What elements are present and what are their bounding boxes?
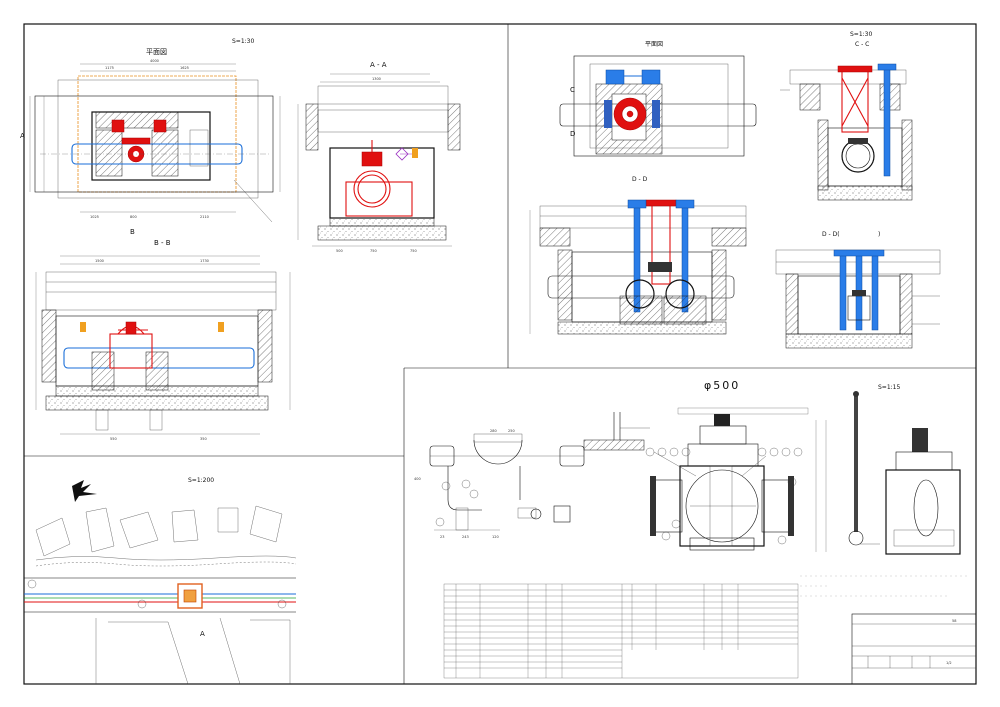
detail-callouts xyxy=(645,447,803,545)
plan-view: S=1:30 平面図 4000 1175 1625 1025 800 xyxy=(20,38,281,236)
aa-dim2: 500 xyxy=(336,249,343,253)
location-map: S=1:200 A xyxy=(24,477,297,685)
svg-text:C: C xyxy=(570,86,575,94)
detail-dim-280: 280 xyxy=(490,429,497,433)
title-block: 58 1/2 xyxy=(851,613,977,685)
plan-dim-total: 4000 xyxy=(150,59,159,63)
section-bb: B - B 1500 1730 550 350 xyxy=(35,239,291,441)
detail-title: φ500 xyxy=(704,379,740,392)
sec-dd2-close: ) xyxy=(878,231,880,238)
plan-dim-right: 1625 xyxy=(180,66,189,70)
location-scale: S=1:200 xyxy=(188,477,214,484)
plan-dim-b3: 2110 xyxy=(200,215,209,219)
bb-dim4: 350 xyxy=(200,437,207,441)
top-right-subtitle: 平面図 xyxy=(645,41,663,48)
aa-dim4: 750 xyxy=(410,249,417,253)
svg-text:A: A xyxy=(20,132,25,140)
plan-scale: S=1:30 xyxy=(232,38,254,45)
detail-dim-120: 120 xyxy=(492,535,499,539)
section-aa: A - A 1300 500 750 750 xyxy=(297,61,461,253)
title-block-page: 1/2 xyxy=(946,661,952,665)
section-cc: C - C xyxy=(780,41,913,201)
bb-dim3: 550 xyxy=(110,437,117,441)
sec-aa-title: A - A xyxy=(370,61,387,69)
plan-dim-left: 1175 xyxy=(105,66,114,70)
detail-dim-243: 243 xyxy=(462,535,469,539)
aa-dim3: 750 xyxy=(370,249,377,253)
notes xyxy=(800,575,970,597)
bb-dim1: 1500 xyxy=(95,259,104,263)
sec-dd-title: D - D xyxy=(632,176,648,183)
detail-dim-23: 23 xyxy=(440,535,444,539)
plan-dim-b1: 1025 xyxy=(90,215,99,219)
top-right-scale: S=1:30 xyxy=(850,31,872,38)
detail-dim-250: 250 xyxy=(508,429,515,433)
sec-cc-title: C - C xyxy=(855,41,869,48)
detail-panel: φ500 S=1:15 23 243 120 280 250 400 xyxy=(414,379,961,555)
parts-table xyxy=(443,583,799,679)
bb-dim2: 1730 xyxy=(200,259,209,263)
north-arrow-icon xyxy=(72,480,97,502)
sec-dd2-title: D - D( xyxy=(822,231,840,238)
svg-text:D: D xyxy=(570,130,575,138)
top-right-plan: S=1:30 平面図 C D xyxy=(559,31,872,157)
sheet-frame xyxy=(23,23,977,685)
detail-scale: S=1:15 xyxy=(878,384,900,391)
plan-dim-b2: 800 xyxy=(130,215,137,219)
section-dd: D - D xyxy=(529,176,747,335)
title-block-number: 58 xyxy=(952,619,956,623)
detail-dim-400: 400 xyxy=(414,477,421,481)
svg-text:A: A xyxy=(200,630,205,638)
plan-subtitle: 平面図 xyxy=(146,48,167,56)
aa-dim1: 1300 xyxy=(372,77,381,81)
svg-text:B: B xyxy=(130,228,135,236)
sec-bb-title: B - B xyxy=(154,239,171,247)
section-dd2: D - D( ) xyxy=(775,231,941,349)
